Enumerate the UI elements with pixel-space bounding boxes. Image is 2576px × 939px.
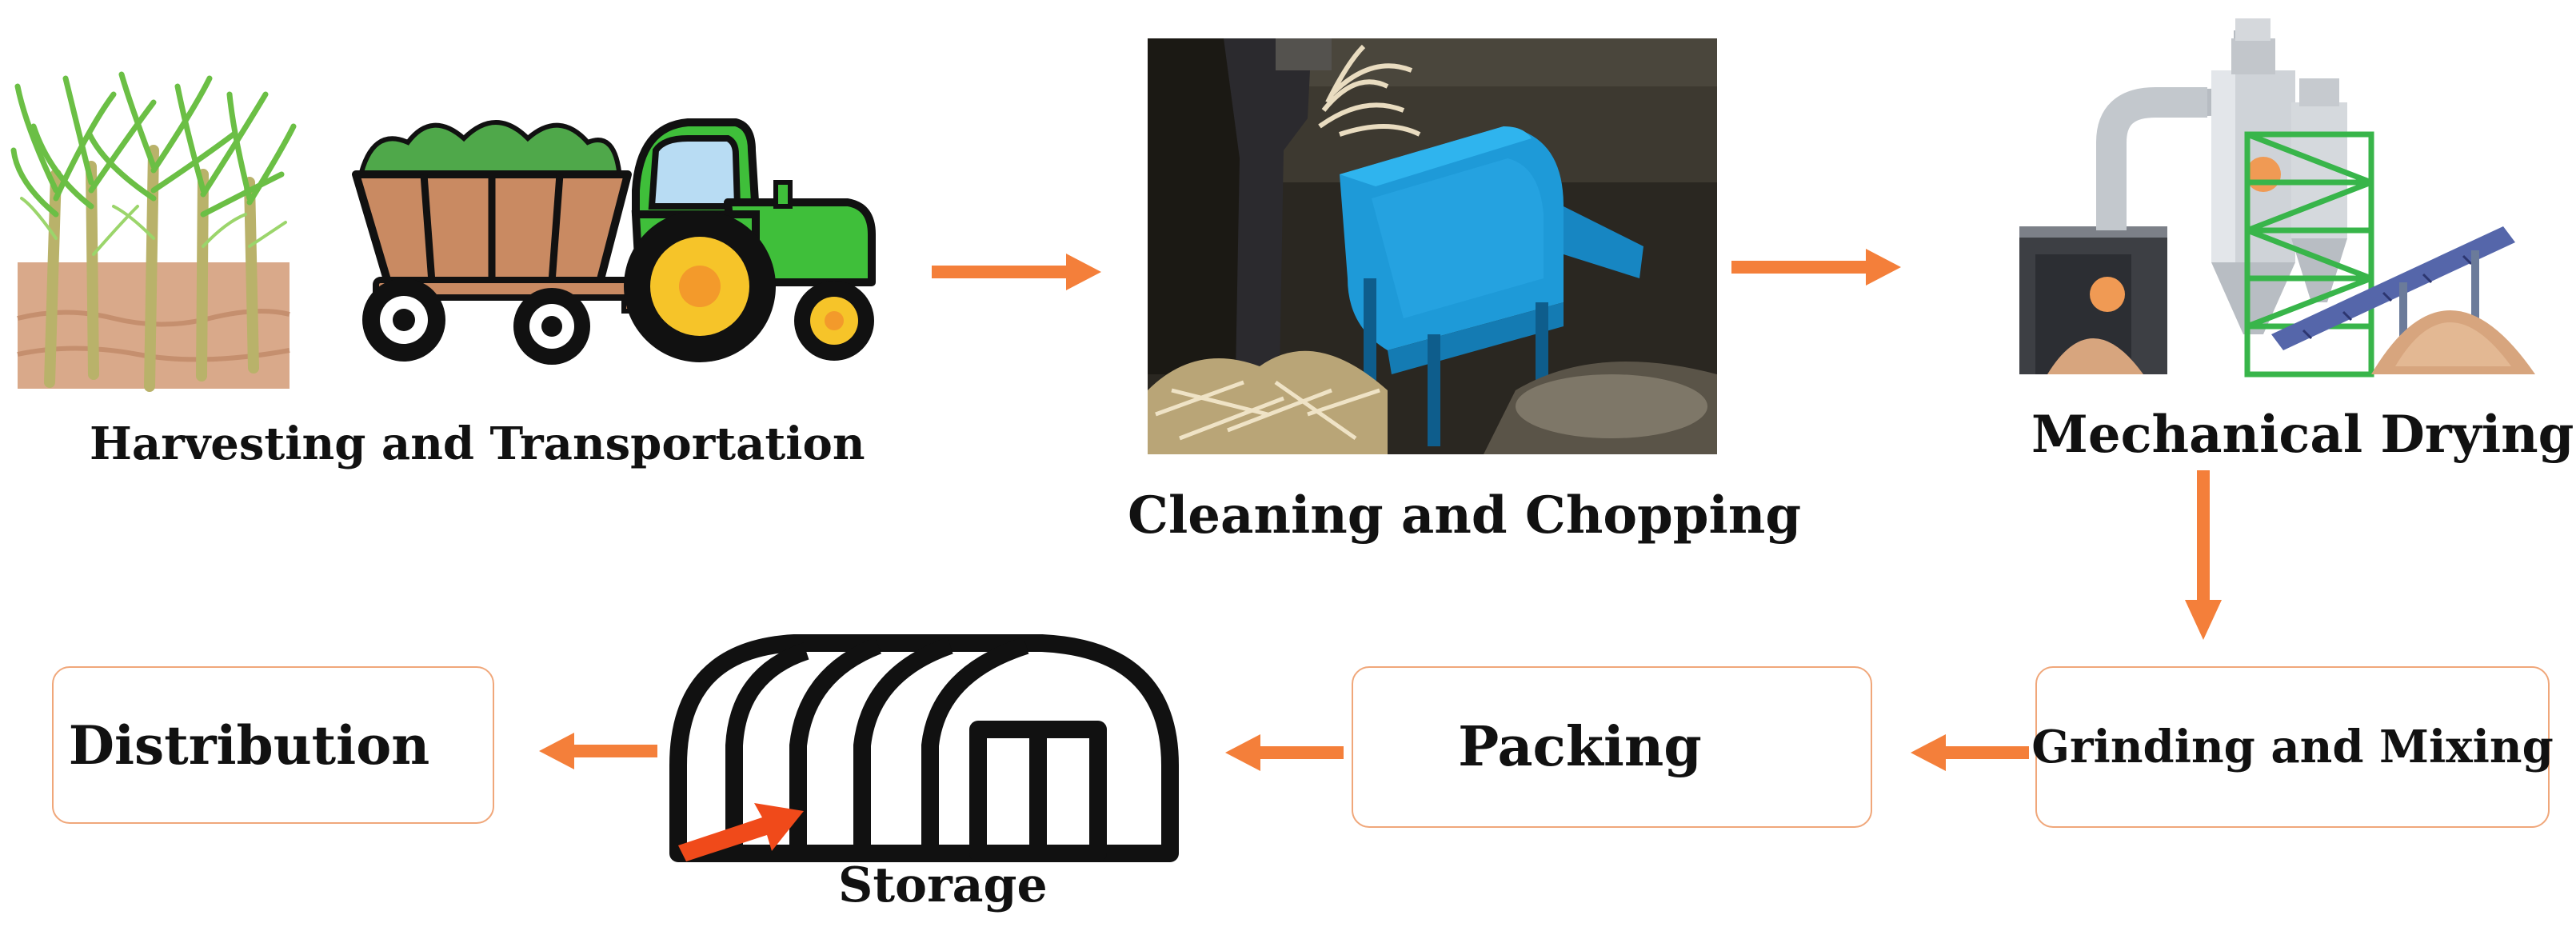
arrow-left-icon (539, 733, 657, 769)
step-box-packing: Packing (1352, 666, 1872, 828)
sugarcane-field-icon (10, 71, 297, 392)
step-label-storage: Storage (838, 857, 1048, 913)
step-label-cleaning: Cleaning and Chopping (1128, 485, 1802, 545)
storage-shed-icon (669, 634, 1179, 862)
step-label-harvesting: Harvesting and Transportation (90, 418, 865, 470)
arrow-right-icon (932, 254, 1101, 290)
chopping-machine-photo (1148, 38, 1717, 454)
step-box-distribution: Distribution (52, 666, 494, 824)
step-label-distribution: Distribution (68, 713, 430, 777)
step-label-drying: Mechanical Drying (2031, 405, 2574, 465)
tractor-trailer-icon (352, 118, 876, 365)
step-box-grinding: Grinding and Mixing (2031, 666, 2554, 828)
arrow-left-icon (1225, 734, 1344, 771)
step-label-grinding: Grinding and Mixing (2031, 721, 2554, 773)
dryer-plant-icon (2019, 18, 2535, 378)
arrow-right-icon (1731, 249, 1901, 286)
arrow-left-icon (1911, 734, 2029, 771)
step-label-packing: Packing (1458, 715, 1702, 779)
arrow-down-icon (2185, 470, 2222, 640)
